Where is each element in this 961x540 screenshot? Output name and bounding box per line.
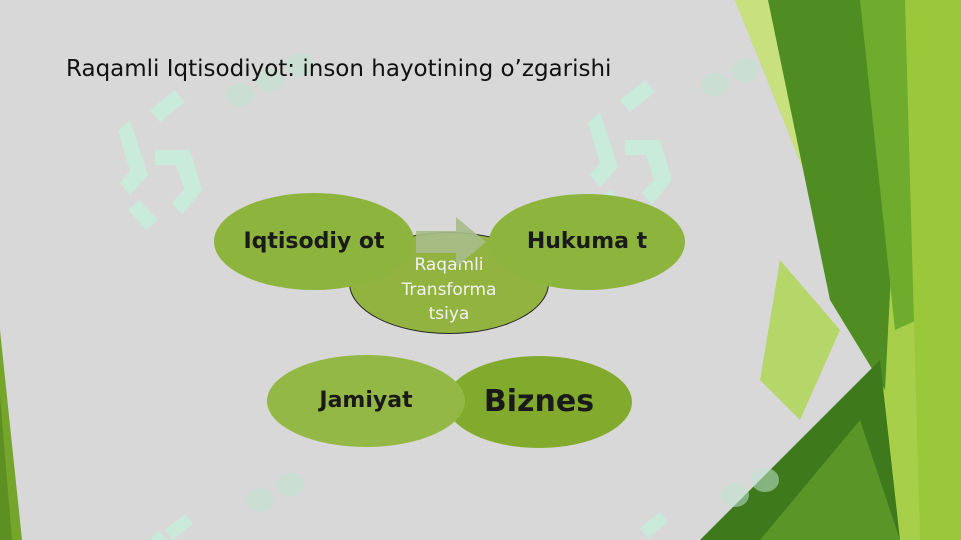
node-jamiyat: Jamiyat — [267, 355, 465, 447]
watermark-text — [226, 53, 779, 512]
node-hukumat-label: Hukuma t — [526, 229, 648, 255]
node-iqtisodiyot-label: Iqtisodiy ot — [243, 228, 385, 254]
slide-title: Raqamli Iqtisodiyot: inson hayotining o’… — [66, 56, 612, 82]
node-hukumat: Hukuma t — [489, 194, 685, 290]
node-jamiyat-label: Jamiyat — [319, 388, 413, 414]
watermark-logo-bottom-right — [640, 512, 668, 538]
node-iqtisodiyot: Iqtisodiy ot — [214, 193, 414, 290]
center-node-label: Raqamli Transforma tsiya — [401, 255, 497, 325]
watermark-logo-left — [118, 90, 202, 230]
arrow-icon — [416, 217, 486, 267]
watermark-logo-bottom-left — [150, 514, 193, 540]
node-biznes: Biznes — [446, 356, 632, 448]
node-biznes-label: Biznes — [483, 384, 595, 420]
